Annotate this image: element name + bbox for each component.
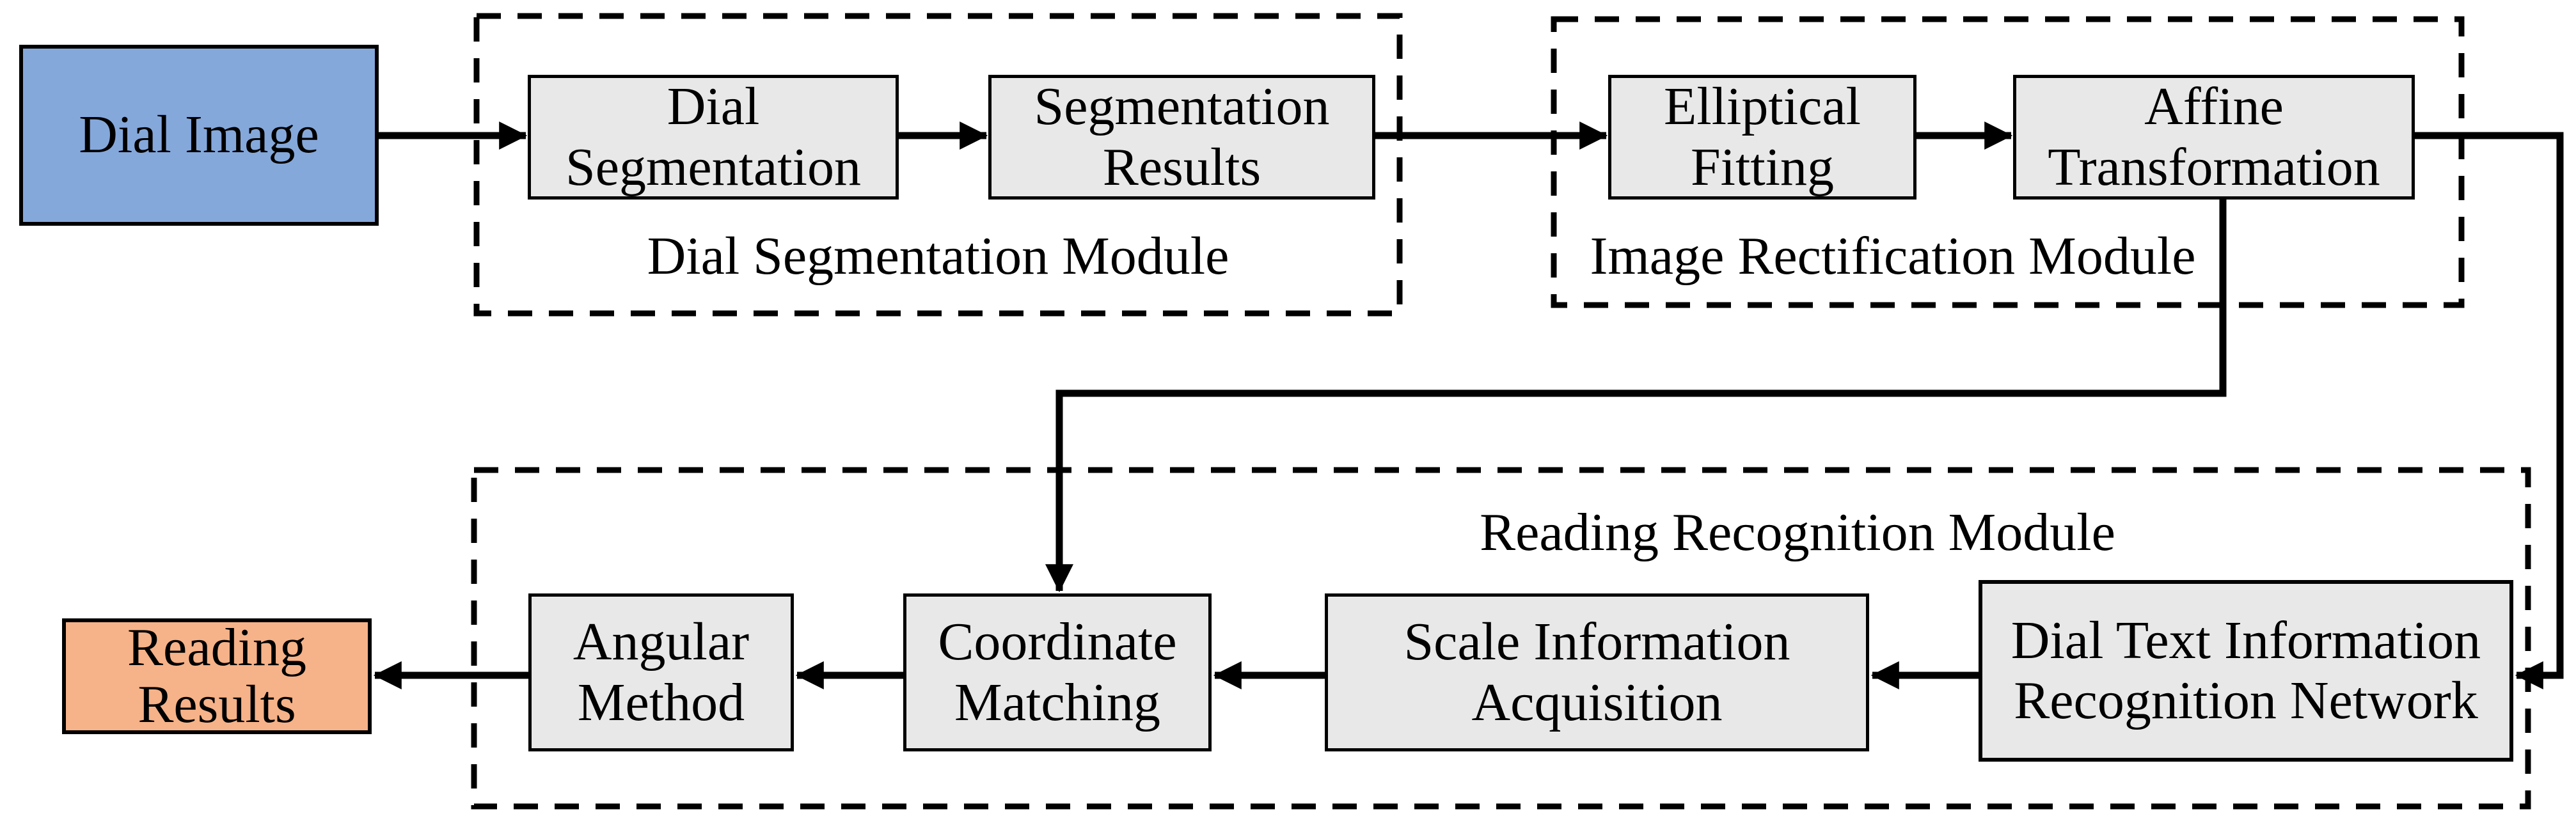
node-label-line: Recognition Network	[2014, 671, 2478, 730]
reading-recognition-module-border	[471, 467, 2531, 810]
node-label-line: Transformation	[2048, 137, 2380, 197]
image-rectification-module-label: Image Rectification Module	[1590, 226, 2196, 286]
node-affine-transformation: Affine Transformation	[2013, 75, 2415, 200]
node-label-line: Segmentation	[565, 137, 861, 197]
node-label-line: Scale Information	[1403, 612, 1790, 672]
node-label-line: Elliptical	[1664, 77, 1861, 137]
node-elliptical-fitting: Elliptical Fitting	[1608, 75, 1916, 200]
node-reading-results: Reading Results	[62, 618, 372, 734]
image-rectification-module-border	[1551, 16, 2465, 308]
node-coordinate-matching: Coordinate Matching	[903, 593, 1212, 751]
arrow-affine-transformation-to-dial-text-network	[2415, 132, 2564, 689]
node-label-line: Dial	[667, 77, 760, 137]
node-label-line: Dial Image	[79, 105, 319, 165]
node-label-line: Affine	[2144, 77, 2284, 137]
node-label-line: Matching	[954, 672, 1160, 732]
node-label-line: Acquisition	[1471, 672, 1723, 732]
node-dial-image: Dial Image	[19, 45, 379, 226]
node-label-line: Results	[138, 674, 296, 734]
node-scale-information-acquisition: Scale Information Acquisition	[1325, 593, 1869, 751]
node-label-line: Dial Text Information	[2011, 610, 2481, 670]
node-dial-segmentation: Dial Segmentation	[528, 75, 899, 200]
node-angular-method: Angular Method	[528, 593, 794, 751]
arrow-affine-transformation-to-coordinate-matching	[1045, 196, 2227, 593]
node-segmentation-results: Segmentation Results	[988, 75, 1375, 200]
dial-segmentation-module-label: Dial Segmentation Module	[647, 226, 1229, 286]
dial-segmentation-module-border	[473, 13, 1403, 317]
node-label-line: Method	[577, 672, 745, 732]
reading-recognition-module-label: Reading Recognition Module	[1480, 503, 2115, 562]
node-dial-text-information-recognition-network: Dial Text Information Recognition Networ…	[1979, 580, 2513, 762]
node-label-line: Segmentation	[1034, 77, 1330, 137]
node-label-line: Results	[1102, 137, 1261, 197]
node-label-line: Coordinate	[938, 612, 1177, 672]
node-label-line: Reading	[127, 618, 306, 678]
node-label-line: Angular	[573, 612, 750, 672]
node-label-line: Fitting	[1690, 137, 1835, 197]
